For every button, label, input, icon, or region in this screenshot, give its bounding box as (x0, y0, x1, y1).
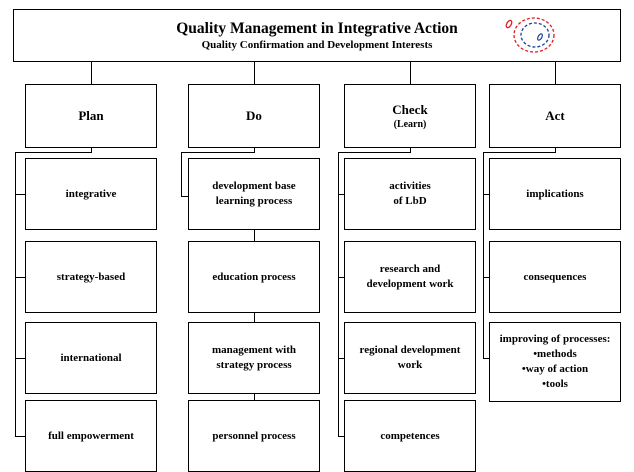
item-text-line: management with (211, 344, 297, 356)
hook-do-0 (181, 196, 188, 197)
phase-title-act: Act (545, 108, 565, 123)
item-text-line: learning process (215, 195, 293, 207)
header-subtitle: Quality Confirmation and Development Int… (201, 39, 433, 51)
branch-plan-0 (15, 194, 25, 195)
phase-title-check: Check (392, 101, 428, 117)
item-box-do-0: development base learning process (188, 158, 320, 230)
branch-act-1 (483, 277, 489, 278)
item-text-line: work (397, 359, 423, 371)
item-text-line: competences (380, 429, 440, 442)
item-text-line: •way of action (521, 363, 589, 375)
branch-check-0 (338, 194, 344, 195)
branch-plan-1 (15, 277, 25, 278)
connector-split-plan (15, 152, 92, 153)
connector-phase-act (555, 148, 556, 152)
branch-act-2 (483, 358, 489, 359)
branch-plan-2 (15, 358, 25, 359)
item-box-check-2: regional development work (344, 322, 476, 394)
item-box-check-1: research and development work (344, 241, 476, 313)
connector-split-act (483, 152, 556, 153)
branch-check-1 (338, 277, 344, 278)
chain-do-1 (254, 313, 255, 322)
item-text-line: development base (212, 180, 296, 192)
item-box-plan-1: strategy-based (25, 241, 157, 313)
item-text-line: improving of processes: (499, 333, 611, 345)
spine-check (338, 152, 339, 436)
item-text-line: personnel process (212, 429, 296, 442)
phase-box-plan: Plan (25, 84, 157, 148)
chain-do-0 (254, 230, 255, 241)
item-text-line: regional development (359, 344, 461, 356)
item-box-act-0: implications (489, 158, 621, 230)
item-text-line: research and (379, 263, 441, 275)
connector-phase-check (410, 148, 411, 152)
item-box-act-1: consequences (489, 241, 621, 313)
connector-phase-plan (91, 148, 92, 152)
spine-do (181, 152, 182, 196)
connector-phase-do (254, 148, 255, 152)
connector-header-check (410, 62, 411, 84)
item-box-plan-0: integrative (25, 158, 157, 230)
branch-check-3 (338, 436, 344, 437)
item-box-plan-3: full empowerment (25, 400, 157, 472)
item-text-line: education process (212, 270, 296, 283)
spine-act (483, 152, 484, 358)
item-text-line: of LbD (393, 195, 427, 207)
item-text-line: strategy-based (56, 270, 126, 283)
branch-check-2 (338, 358, 344, 359)
chain-do-2 (254, 394, 255, 400)
connector-header-do (254, 62, 255, 84)
phase-box-check: Check(Learn) (344, 84, 476, 148)
phase-box-act: Act (489, 84, 621, 148)
branch-plan-3 (15, 436, 25, 437)
quality-logo-icon (505, 17, 555, 53)
item-box-do-2: management with strategy process (188, 322, 320, 394)
item-text-line: •methods (533, 348, 577, 360)
item-box-do-1: education process (188, 241, 320, 313)
item-text-line: implications (526, 187, 584, 200)
connector-split-check (338, 152, 411, 153)
item-text-line: full empowerment (48, 429, 134, 442)
phase-title-do: Do (246, 108, 262, 123)
item-text-line: strategy process (216, 359, 292, 371)
spine-plan (15, 152, 16, 436)
phase-box-do: Do (188, 84, 320, 148)
item-box-do-3: personnel process (188, 400, 320, 472)
branch-act-0 (483, 194, 489, 195)
phase-title-plan: Plan (78, 108, 104, 123)
connector-header-act (555, 62, 556, 84)
item-box-act-2: improving of processes: •methods •way of a… (489, 322, 621, 402)
header-title: Quality Management in Integrative Action (176, 20, 458, 37)
item-text-line: activities (389, 180, 431, 192)
item-box-plan-2: international (25, 322, 157, 394)
item-text-line: integrative (65, 187, 117, 200)
connector-header-plan (91, 62, 92, 84)
item-text-line: consequences (523, 270, 587, 283)
item-box-check-3: competences (344, 400, 476, 472)
connector-split-do (181, 152, 255, 153)
item-box-check-0: activities of LbD (344, 158, 476, 230)
phase-subtitle-check: (Learn) (393, 118, 427, 130)
item-text-line: development work (366, 278, 454, 290)
item-text-line: international (60, 351, 122, 364)
header-box: Quality Management in Integrative Action… (13, 9, 621, 62)
item-text-line: •tools (542, 378, 568, 390)
